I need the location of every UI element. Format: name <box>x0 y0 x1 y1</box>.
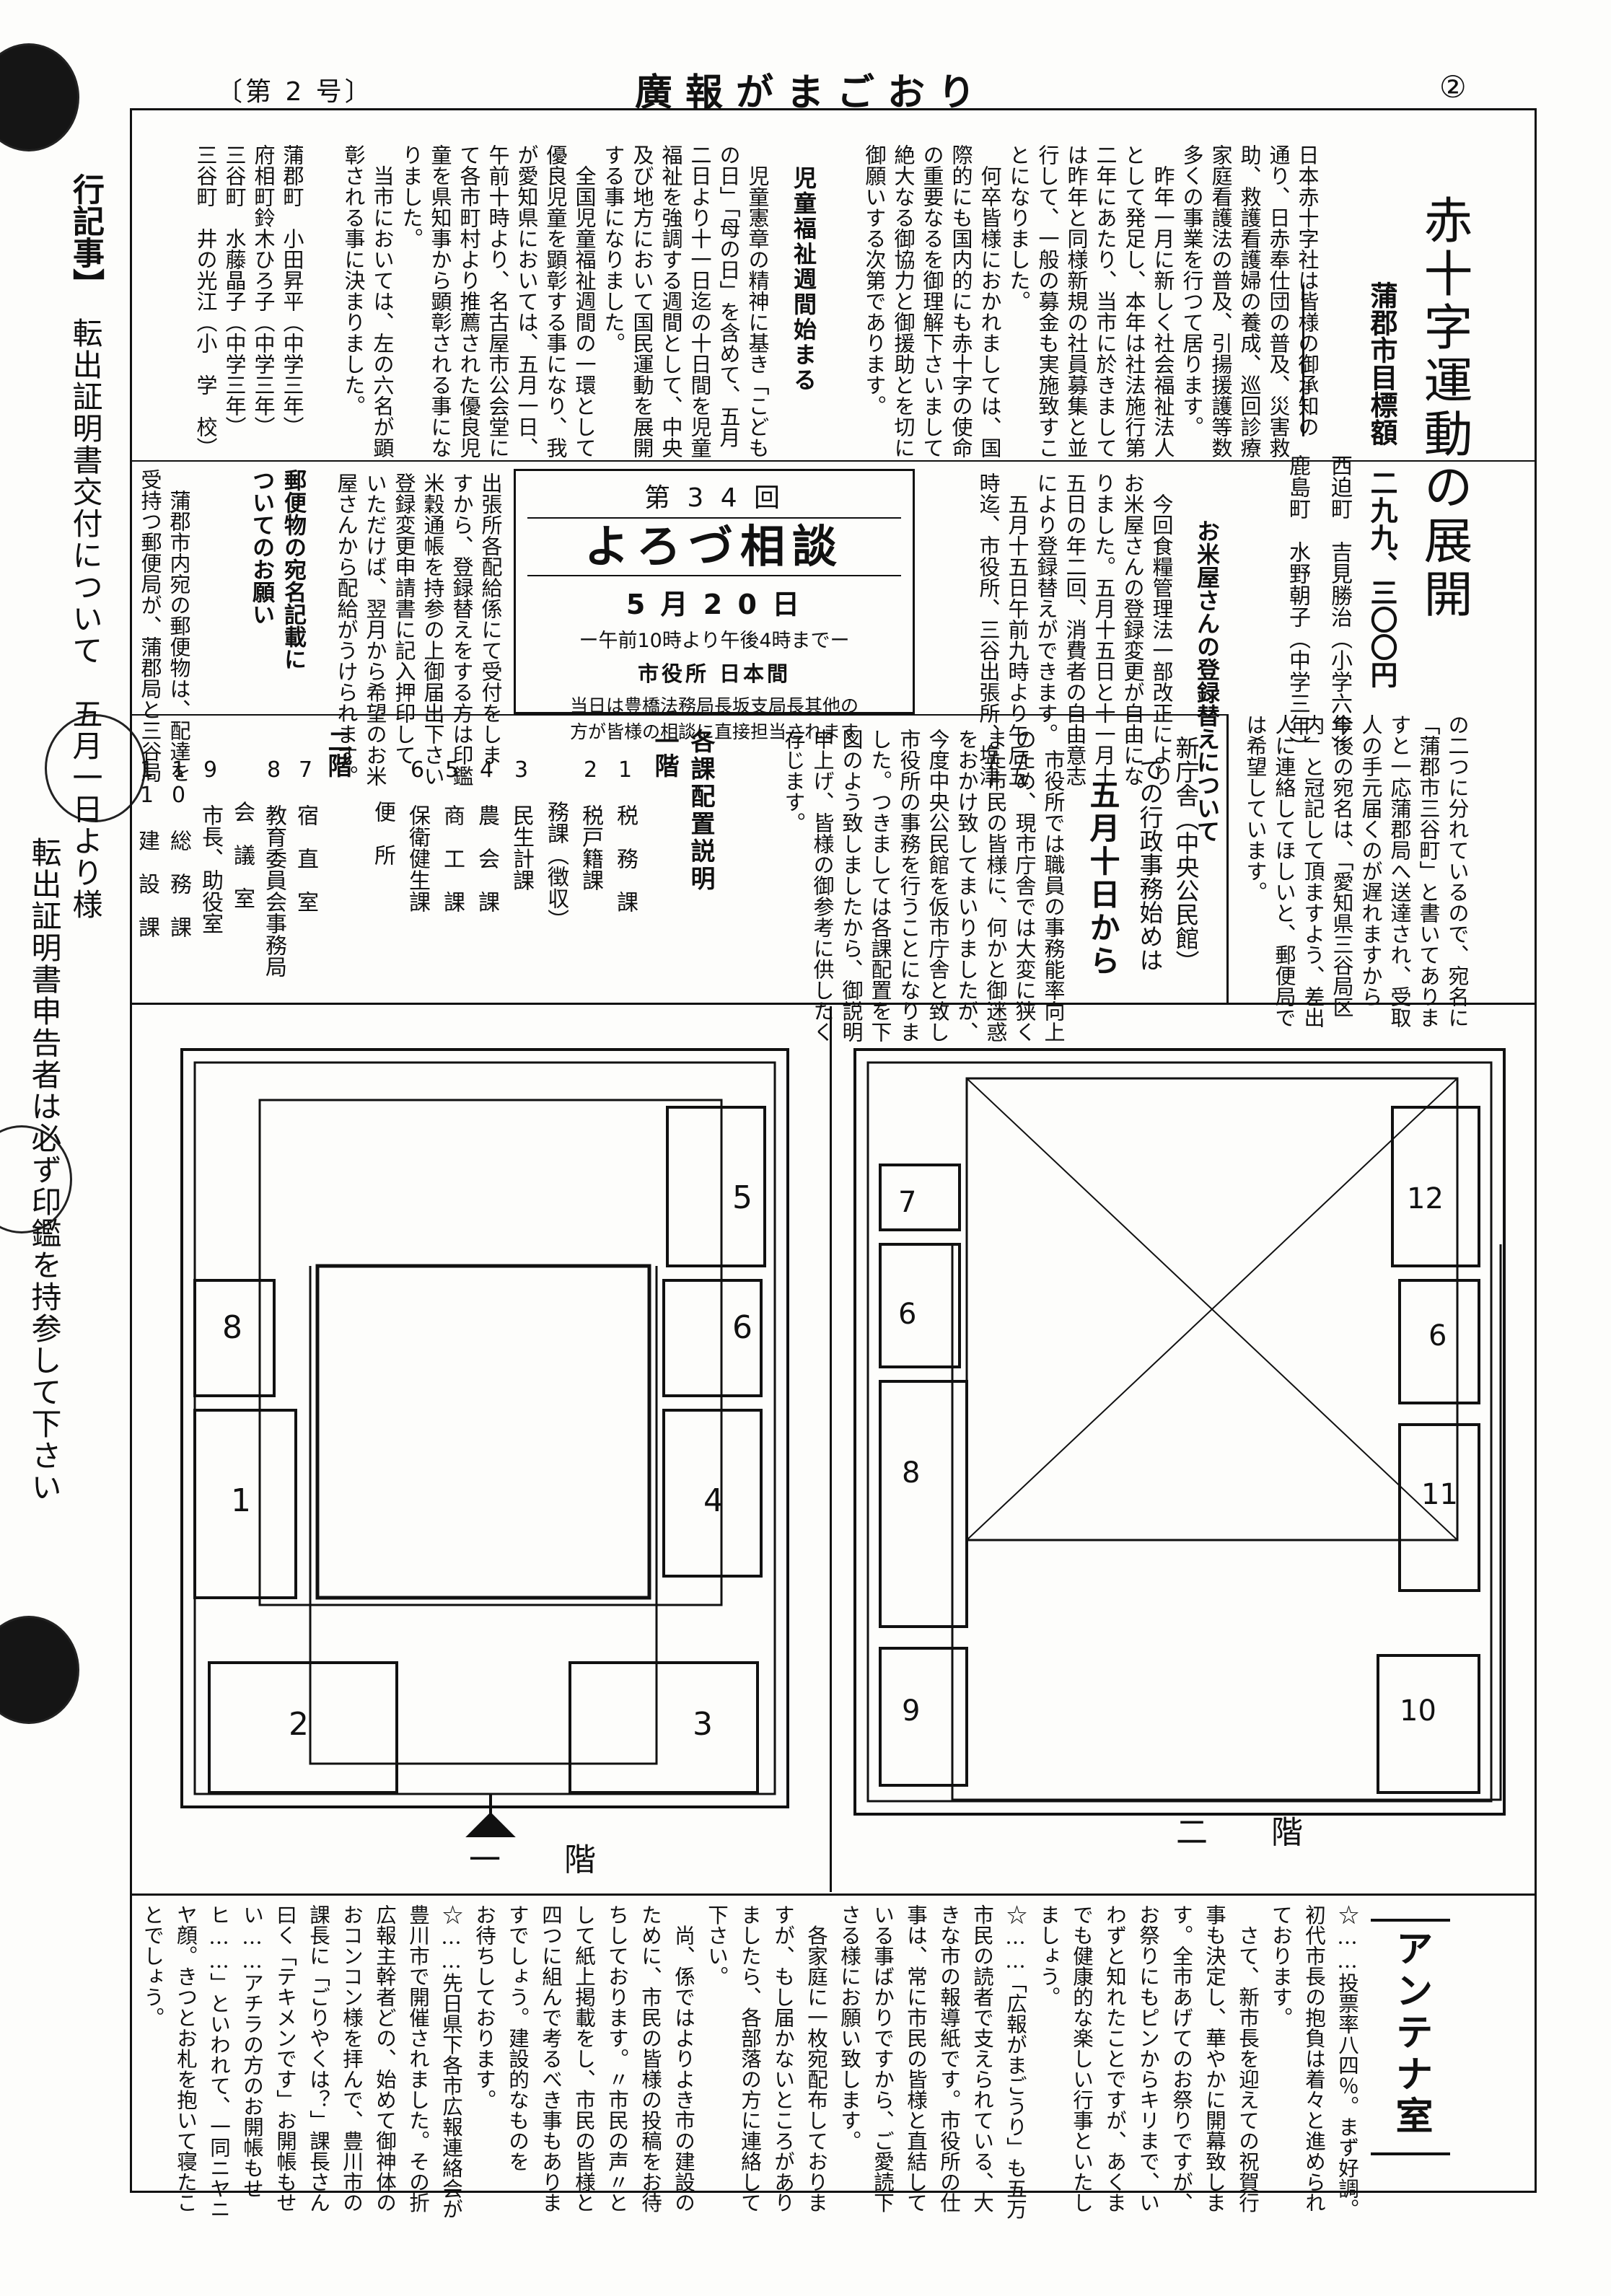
antenna-body: ☆……投票率八四％。まず好調。 初代市長の抱負は着々と進められ ております。 さ… <box>141 1904 1359 2220</box>
room-6-label: 6 <box>898 1298 916 1331</box>
room-11-label: 11 <box>1421 1478 1458 1511</box>
office-title: での行政事務始めは <box>1136 757 1164 972</box>
punch-hole <box>0 43 79 151</box>
office-title: 新庁舎（中央公民館） <box>1172 736 1200 974</box>
room-10-label: 10 <box>1400 1694 1436 1728</box>
red-cross-body: 日本赤十字社は皆様の御承知の 通り、日赤奉仕団の普及、災害救 助、救護看護婦の養… <box>862 144 1320 458</box>
page-number: ② <box>1439 69 1467 105</box>
room-8-label: 8 <box>902 1456 920 1490</box>
room-2-label: 2 <box>289 1706 309 1743</box>
main-frame <box>130 108 1537 2193</box>
rice-body: 今回食糧管理法一部改正により お米屋さんの登録変更が自由にな りました。五月十五… <box>976 472 1174 786</box>
newspaper-title: 廣報がまごおり <box>635 71 989 115</box>
postal-title: 郵便物の宛名記載についてのお願い <box>248 469 306 670</box>
floor1-label: 一階 <box>650 729 679 778</box>
antenna-title: アンテナ室 <box>1389 1929 1432 2138</box>
floor2-label: 二階 <box>323 729 352 778</box>
divider <box>130 714 1226 716</box>
divider <box>1226 714 1229 1003</box>
consult-title: よろづ相談 <box>584 520 844 573</box>
floor2-room-labels: 7 6 8 9 10 11 12 6 <box>898 1182 1458 1728</box>
punch-hole <box>45 714 146 822</box>
floor1-room-labels: 8 1 2 3 4 5 6 <box>222 1179 752 1743</box>
rice-body-cont: 出張所各配給係にて受付をしま すから、登録替えをする方は印鑑 米穀通帳を持参の上… <box>334 472 503 786</box>
margin-text: 転出証明書交付について 五月一日より様 <box>68 317 103 920</box>
consult-round: 第 3 4 回 <box>644 483 785 513</box>
target-label: 蒲郡市目標額 <box>1366 281 1397 446</box>
floor1-list: 1 税 務 課 2 税戸籍課 務課（徴収） 3 民生計課 4 農 会 課 5 商… <box>370 757 638 931</box>
room-5-label: 5 <box>732 1179 752 1216</box>
honoree-list: 蒲郡町 小田昇平（中学三年） 府相町鈴木ひろ子（中学三年） 三谷町 水藤晶子（中… <box>193 144 304 458</box>
divider <box>130 1893 1537 1896</box>
consult-title-band: よろづ相談 <box>527 517 901 576</box>
room-12-label: 12 <box>1407 1182 1444 1215</box>
office-body: 市役所では職員の事務能率向上 のため、現市庁舎では大変に狭く また市民の皆様に、… <box>781 729 1066 1042</box>
children-body: 児童憲章の精神に基き「こども の日」「母の日」を含めて、五月 二日より十一日迄の… <box>341 144 770 458</box>
antenna-title-box: アンテナ室 <box>1371 1919 1450 2155</box>
margin-text-2: 転出証明書申告者は必ず印鑑を持参して下さい <box>27 837 62 1503</box>
room-6-label: 6 <box>732 1309 752 1346</box>
consult-hours: ー午前10時より午後4時までー <box>579 630 850 652</box>
divider <box>130 1003 1537 1005</box>
floor2-plan <box>853 1048 1506 1816</box>
room-8-label: 8 <box>222 1309 242 1346</box>
divider <box>1302 285 1304 436</box>
consult-date: 5 月 2 0 日 <box>625 589 803 620</box>
consult-note: 当日は豊橋法務局長坂支局長其他の <box>569 695 859 716</box>
postal-body-cont: の二つに分れているので、宛名に 「蒲郡市三谷町」と書いてありま すと一応蒲郡局へ… <box>1243 714 1470 1028</box>
floor-plans: 8 1 2 3 4 5 6 一 階 7 6 8 9 10 11 12 6 二 階 <box>180 1006 1506 1892</box>
consult-note: 方が皆様の相談に直接担当されます <box>569 721 859 742</box>
floor2-list: 7 宿 直 室 8 教育委員会事務局 会 議 室 9 市長、助役室 10 総 務… <box>134 757 318 977</box>
room-9-label: 9 <box>902 1694 920 1728</box>
honoree-item: 鹿島町 水野朝子（中学三年） <box>1285 454 1310 757</box>
issue-number: 〔第 2 号〕 <box>216 77 374 107</box>
red-cross-title: 赤十字運動の展開 <box>1415 195 1472 622</box>
punch-hole <box>0 1616 79 1724</box>
divider <box>851 460 1537 462</box>
consult-place: 市役所 日本間 <box>637 661 791 686</box>
room-4-label: 4 <box>703 1482 724 1519</box>
postal-body: 蒲郡市内宛の郵便物は、配達を 受持つ郵便局が、蒲郡局と三谷局 <box>138 469 191 783</box>
children-title: 児童福祉週間始まる <box>790 166 817 393</box>
office-title-date: 五月十日から <box>1085 779 1120 978</box>
room-6b-label: 6 <box>1428 1319 1447 1352</box>
floor1-caption: 一 階 <box>469 1842 596 1878</box>
room-7-label: 7 <box>898 1186 916 1219</box>
floor2-caption: 二 階 <box>1176 1814 1303 1851</box>
target-value: 二九九、三〇〇円 <box>1366 469 1397 688</box>
room-3-label: 3 <box>693 1706 713 1743</box>
honoree-item: 西迫町 吉見勝治（小学六年） <box>1327 454 1352 757</box>
rice-title: お米屋さんの登録替えについて <box>1193 519 1221 843</box>
consult-box: 第 3 4 回 よろづ相談 5 月 2 0 日 ー午前10時より午後4時までー … <box>514 469 915 742</box>
margin-heading: 行記事】 <box>67 173 104 300</box>
floor1-plan <box>180 1048 789 1837</box>
room-1-label: 1 <box>231 1482 251 1519</box>
layout-title: 各課配置説明 <box>686 729 715 893</box>
divider <box>130 460 851 462</box>
